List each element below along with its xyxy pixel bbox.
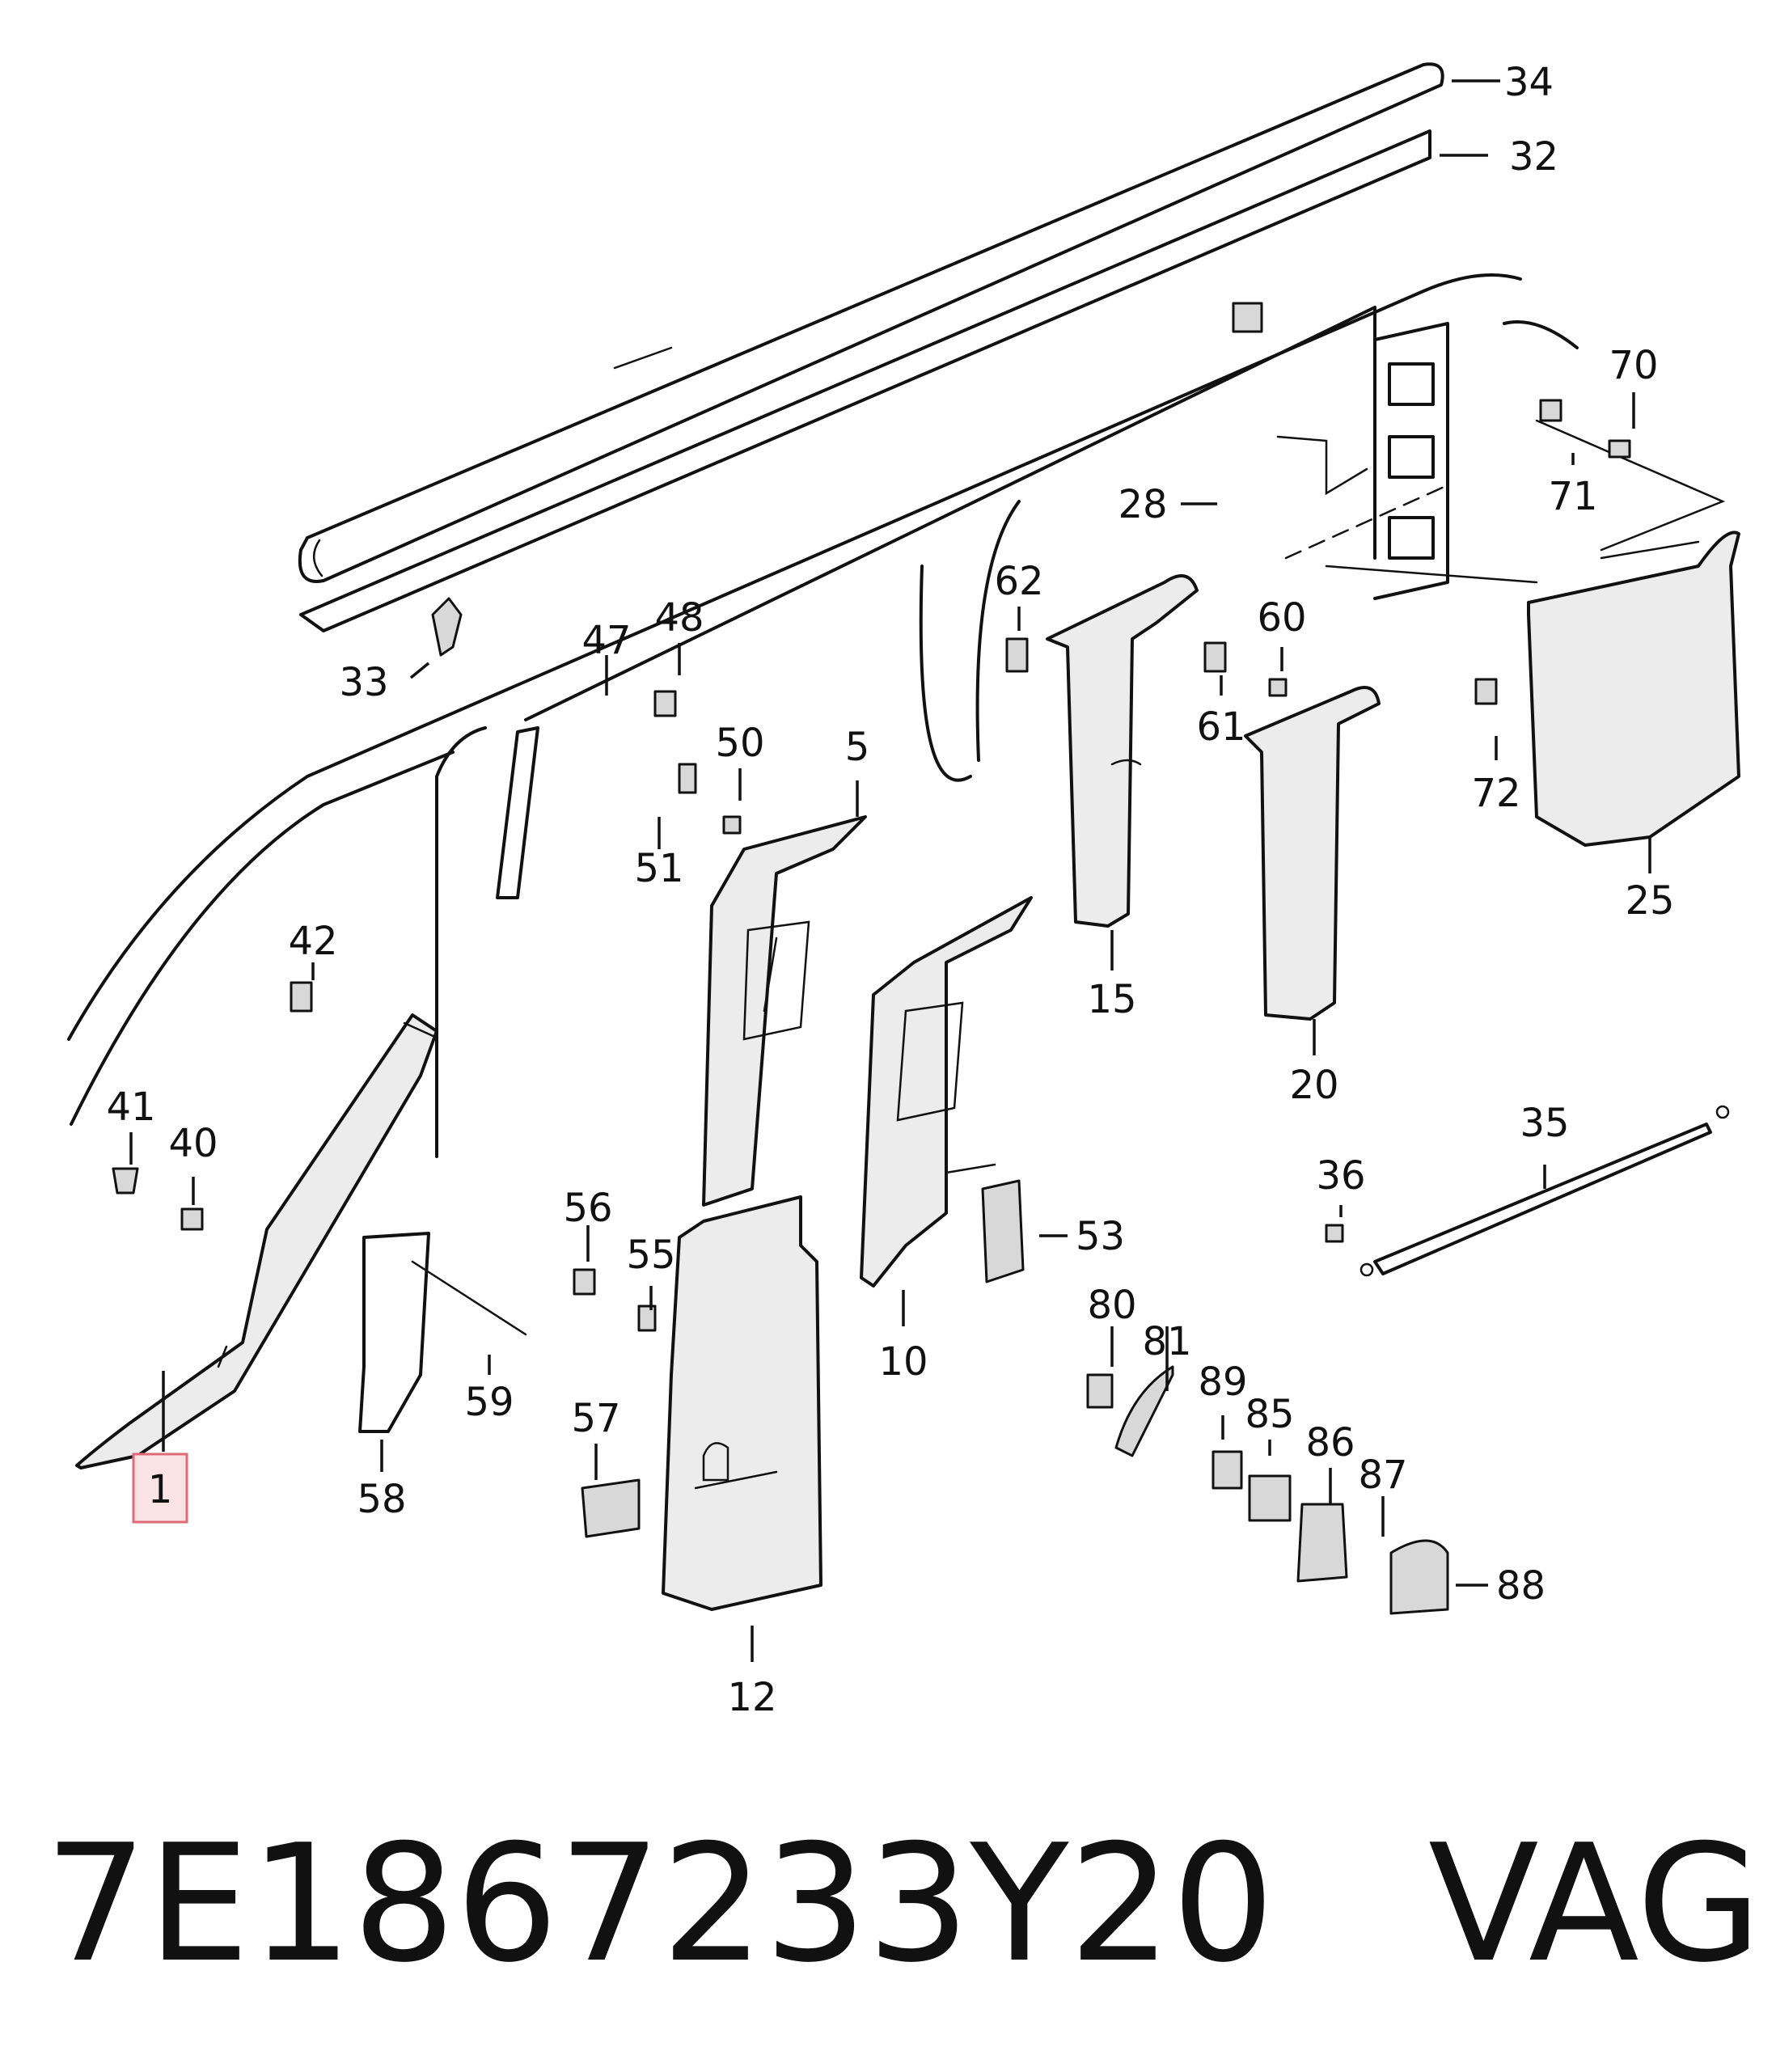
callout-85: 85: [1245, 1392, 1294, 1437]
roof-trim-strip-part: [299, 129, 1431, 632]
b-pillar-upper-trim-part: [702, 815, 867, 1207]
callout-42: 42: [288, 919, 337, 964]
callout-34: 34: [1504, 60, 1554, 105]
callout-86: 86: [1305, 1420, 1355, 1465]
callout-28: 28: [1118, 482, 1167, 527]
callout-80: 80: [1087, 1283, 1136, 1328]
callout-71: 71: [1548, 474, 1597, 519]
callout-62: 62: [994, 559, 1043, 604]
leader-lines: [129, 79, 1651, 1662]
c-pillar-trim-part-2: [1244, 686, 1381, 1021]
callout-72: 72: [1471, 771, 1520, 816]
callout-51: 51: [634, 846, 683, 891]
callout-81: 81: [1142, 1319, 1191, 1364]
callout-55: 55: [626, 1233, 675, 1278]
b-pillar-upper-trim-part-2: [860, 896, 1033, 1288]
callout-57: 57: [571, 1396, 620, 1441]
callout-88: 88: [1496, 1563, 1546, 1609]
callout-1: 1: [148, 1467, 173, 1512]
callout-20: 20: [1289, 1063, 1338, 1108]
callout-48: 48: [654, 595, 704, 641]
callout-labels: 1 5 10 12 15 20 25 28 32 33 34 35 36 40 …: [106, 60, 1674, 1720]
fasteners: [112, 302, 1631, 1615]
callout-25: 25: [1625, 878, 1674, 924]
callout-5: 5: [845, 725, 870, 770]
callout-60: 60: [1257, 595, 1306, 641]
headliner-outline: [67, 273, 1726, 1158]
callout-10: 10: [878, 1339, 928, 1385]
highlighted-part-callout-box: [132, 1453, 188, 1524]
sill-strip-part: [1359, 1105, 1730, 1277]
callout-36: 36: [1316, 1153, 1365, 1199]
callout-41: 41: [106, 1085, 155, 1130]
callout-32: 32: [1509, 134, 1558, 180]
roof-seal-part: [298, 62, 1444, 583]
callout-15: 15: [1087, 977, 1136, 1022]
b-pillar-lower-trim-part: [662, 1195, 822, 1611]
callout-53: 53: [1076, 1214, 1125, 1259]
callout-12: 12: [727, 1675, 776, 1720]
callout-58: 58: [357, 1477, 406, 1522]
callout-89: 89: [1198, 1359, 1247, 1405]
callout-35: 35: [1520, 1101, 1569, 1146]
callout-70: 70: [1609, 343, 1658, 388]
callout-59: 59: [464, 1380, 514, 1425]
d-pillar-trim-part: [1527, 531, 1740, 847]
brand-name: VAG: [1428, 1810, 1762, 1998]
a-pillar-trim-part: [75, 1013, 438, 1469]
part-number: 7E1867233Y20: [44, 1810, 1275, 1998]
callout-50: 50: [715, 721, 764, 766]
callout-87: 87: [1358, 1453, 1407, 1498]
c-pillar-trim-part: [1046, 574, 1199, 928]
callout-56: 56: [563, 1186, 612, 1231]
callout-33: 33: [339, 660, 388, 705]
callout-40: 40: [168, 1121, 218, 1166]
callout-61: 61: [1196, 704, 1245, 750]
callout-47: 47: [581, 618, 631, 663]
